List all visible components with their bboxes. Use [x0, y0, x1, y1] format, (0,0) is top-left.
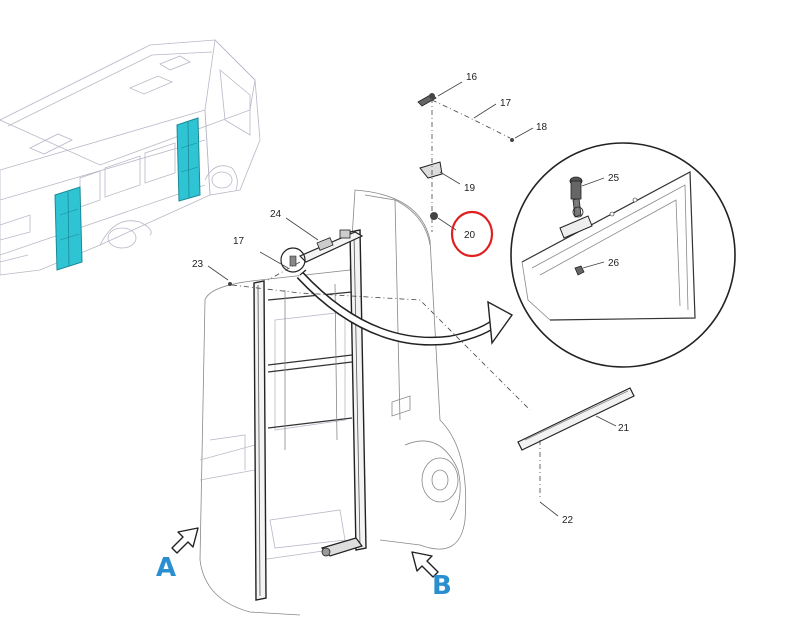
hinge-detail-marker	[280, 247, 306, 273]
detail-zoom-circle-icon	[510, 142, 736, 368]
part-number-labels: 16 17 18 19 20 17 23 24 25 26 21 22	[192, 72, 630, 526]
part-label-26: 26	[608, 258, 620, 269]
part-label-22: 22	[562, 515, 574, 526]
part-label-16: 16	[466, 72, 478, 83]
highlighted-door-front	[176, 117, 201, 202]
part-label-17-left: 17	[233, 236, 245, 247]
view-marker-a: A	[156, 553, 176, 583]
part-label-18: 18	[536, 122, 548, 133]
part-label-20: 20	[464, 230, 476, 241]
part-label-24: 24	[270, 209, 282, 220]
callout-circle-part-20	[450, 210, 494, 258]
view-arrow-a-icon	[171, 527, 199, 554]
part-label-21: 21	[618, 423, 630, 434]
door-body-outline	[199, 189, 467, 616]
door-frame-left-post	[253, 280, 267, 601]
bus-overview-illustration	[0, 39, 261, 276]
view-marker-b: B	[432, 571, 452, 601]
door-bottom-bracket	[320, 537, 363, 557]
door-frame-right-post	[349, 229, 367, 551]
highlighted-door-rear	[54, 186, 83, 271]
part-label-25: 25	[608, 173, 620, 184]
part-label-19: 19	[464, 183, 476, 194]
door-top-rail	[298, 229, 364, 263]
curved-arrow-icon	[296, 269, 514, 346]
view-arrow-b-icon	[411, 551, 439, 578]
dash-lines	[231, 98, 541, 500]
part-label-17-top: 17	[500, 98, 512, 109]
small-parts	[228, 93, 635, 451]
part-label-23: 23	[192, 259, 204, 270]
